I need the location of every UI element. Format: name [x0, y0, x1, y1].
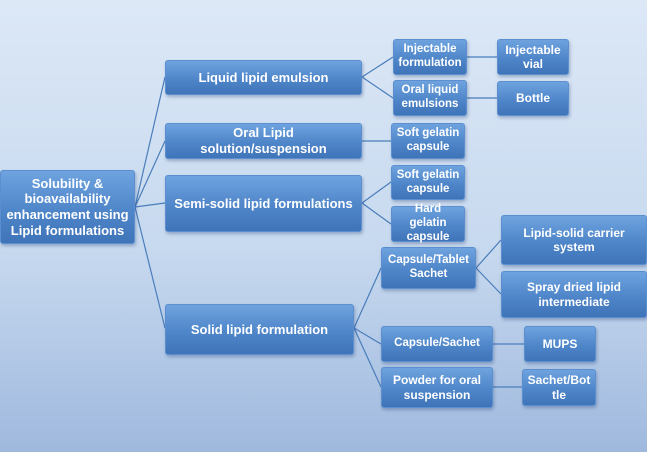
connector-root-oral — [134, 140, 166, 208]
connector-root-semisolid — [134, 202, 166, 208]
injectable-vial-node: Injectable vial — [497, 39, 569, 75]
oral-soft-gelatin-capsule-node: Soft gelatin capsule — [391, 123, 465, 159]
connector-capsule-tablet-spray — [475, 267, 502, 295]
connector-liquid-oral-emulsions — [361, 76, 394, 99]
mups-node: MUPS — [524, 326, 596, 362]
solid-lipid-formulation-node: Solid lipid formulation — [165, 304, 354, 355]
connector-capsule-tablet-carrier — [475, 239, 502, 269]
connector-solid-powder — [353, 327, 382, 388]
connector-solid-capsule-sachet — [353, 327, 382, 345]
lipid-solid-carrier-node: Lipid-solid carrier system — [501, 215, 647, 265]
connector-root-liquid — [134, 76, 166, 208]
root-node: Solubility & bioavailability enhancement… — [0, 170, 135, 244]
powder-oral-suspension-node: Powder for oral suspension — [381, 367, 493, 408]
root-label: Solubility & bioavailability enhancement… — [6, 175, 129, 238]
connector-liquid-injectable — [361, 56, 394, 78]
connector-semisolid-softgel — [361, 181, 392, 204]
connector-semisolid-hardgel — [361, 202, 392, 225]
oral-lipid-solution-node: Oral Lipid solution/suspension — [165, 123, 362, 159]
semisolid-soft-gelatin-capsule-node: Soft gelatin capsule — [391, 165, 465, 200]
capsule-tablet-sachet-node: Capsule/Tablet Sachet — [381, 247, 476, 289]
hard-gelatin-capsule-node: Hard gelatin capsule — [391, 203, 465, 243]
spray-dried-lipid-node: Spray dried lipid intermediate — [501, 271, 647, 318]
oral-liquid-emulsions-node: Oral liquid emulsions — [393, 80, 467, 116]
sachet-bottle-node: Sachet/Bot tle — [522, 369, 596, 406]
liquid-lipid-emulsion-node: Liquid lipid emulsion — [165, 60, 362, 95]
connector-root-solid — [134, 206, 166, 329]
connector-solid-capsule-tablet — [353, 267, 382, 329]
capsule-sachet-node: Capsule/Sachet — [381, 326, 493, 362]
bottle-node: Bottle — [497, 81, 569, 116]
semi-solid-lipid-node: Semi-solid lipid formulations — [165, 175, 362, 232]
injectable-formulation-node: Injectable formulation — [393, 39, 467, 75]
